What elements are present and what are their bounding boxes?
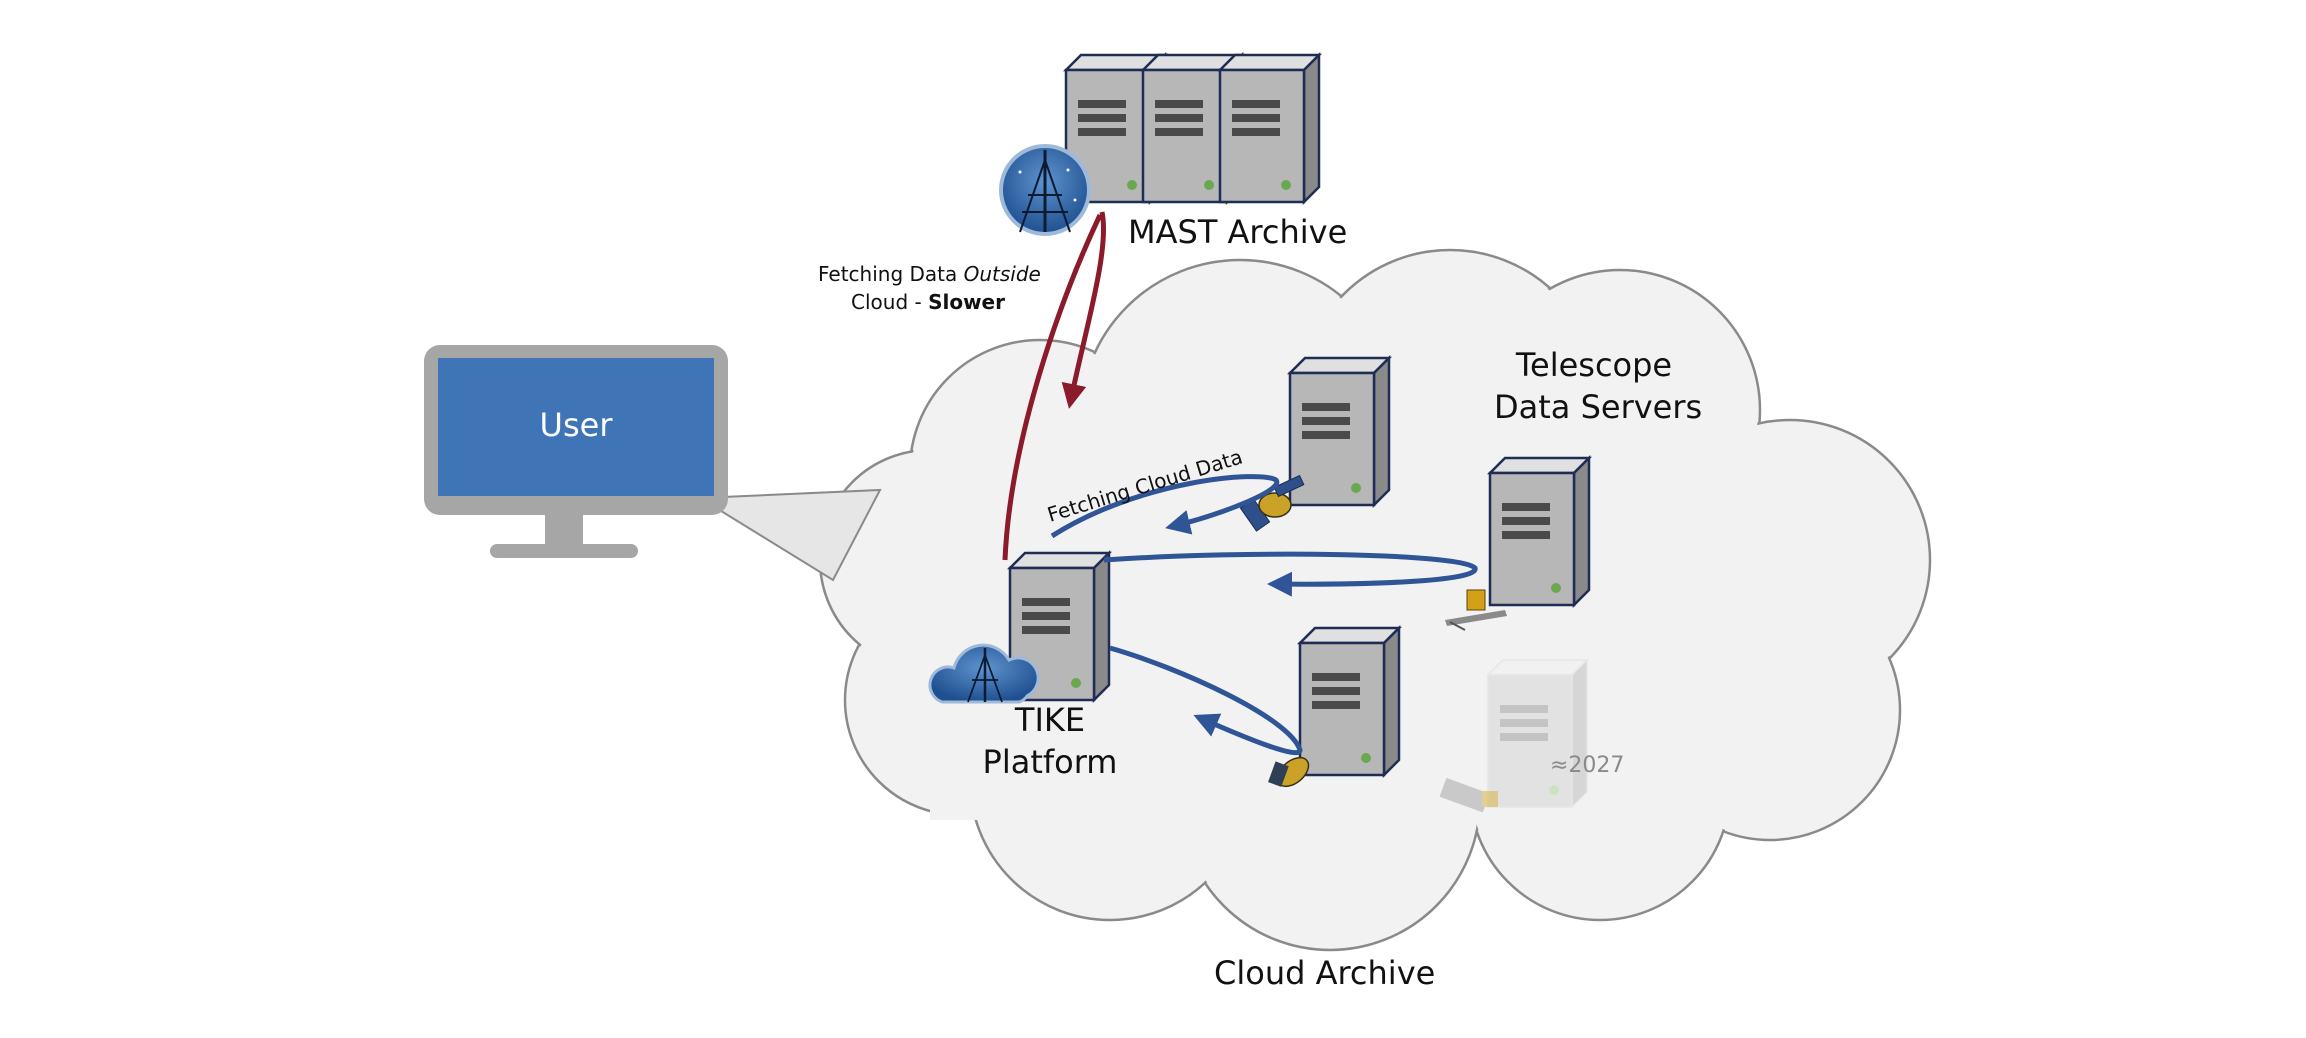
telescope-server-3 (1298, 626, 1401, 777)
telescope-server-1 (1288, 356, 1391, 507)
telescope-icon (1439, 777, 1498, 813)
fetch-outside-line2: Cloud - Slower (851, 290, 1005, 314)
fetch-outside-arrow-up (1002, 213, 1103, 561)
fetch-outside-arrow-down (1061, 211, 1107, 409)
cloud-archive-shape (818, 248, 1932, 952)
telescope-server-2 (1488, 456, 1591, 607)
fetch-cloud-arrow-3 (1109, 645, 1303, 756)
future-server (1487, 659, 1588, 808)
tike-cloud-logo-icon (928, 643, 1040, 704)
future-year-label: ≈2027 (1550, 753, 1625, 778)
tike-platform-label: TIKE Platform (982, 701, 1118, 781)
cloud-archive-label: Cloud Archive (1214, 954, 1436, 992)
callout-wedge (696, 488, 882, 582)
telescope-icon (1445, 589, 1507, 631)
fetch-cloud-arrow-1 (1050, 474, 1280, 539)
fetch-outside-line1: Fetching Data Outside (818, 262, 1041, 286)
user-label: User (539, 406, 613, 444)
fetch-outside-label: Fetching Data Outside Cloud - Slower (818, 260, 1041, 316)
telescope-icon (1268, 756, 1310, 788)
mast-logo-icon (999, 144, 1091, 236)
fetch-cloud-arrow-2 (1103, 551, 1478, 597)
server-icon (1218, 53, 1321, 204)
monitor-icon (424, 345, 728, 558)
mast-archive-label: MAST Archive (1128, 213, 1348, 251)
telescope-data-servers-label: Telescope Data Servers (1494, 346, 1703, 426)
mast-servers (1064, 53, 1321, 204)
telescope-icon (1239, 474, 1305, 532)
